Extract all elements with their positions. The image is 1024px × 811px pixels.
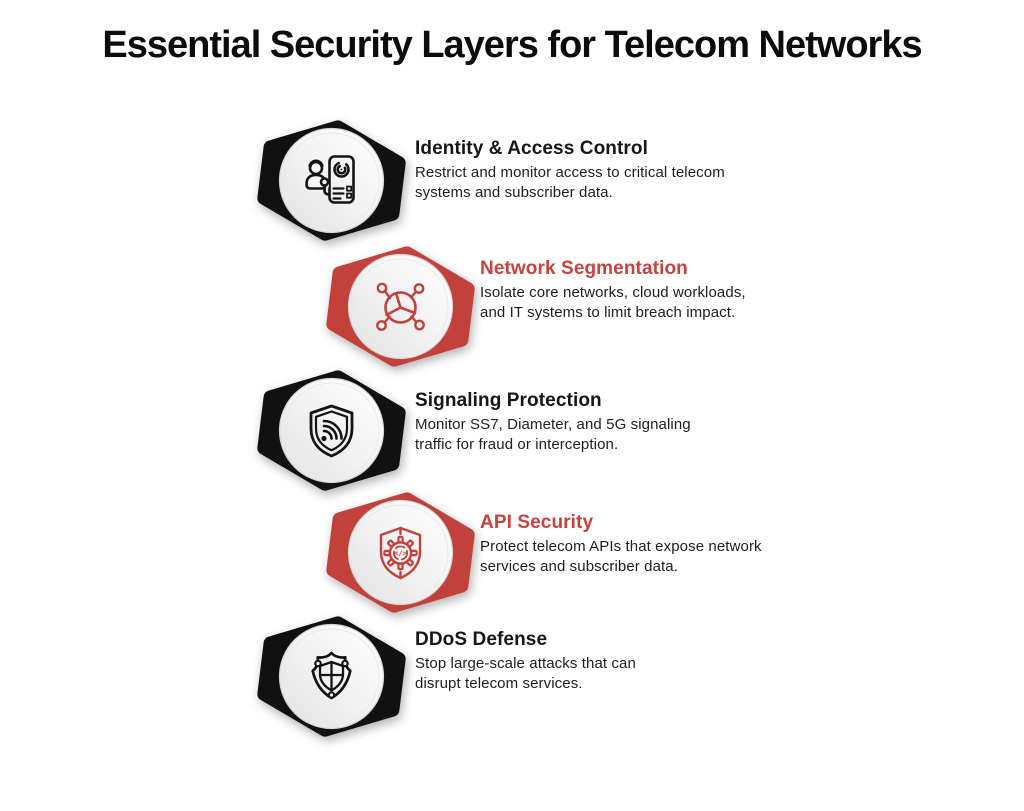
item-description: Monitor SS7, Diameter, and 5G signaling …: [415, 416, 691, 453]
shield-gear-code-icon: </>: [379, 526, 422, 580]
item-title: Network Segmentation: [480, 258, 688, 279]
hexagon-badge: [322, 243, 479, 370]
item-title: Identity & Access Control: [415, 138, 649, 159]
hexagon-badge: [253, 367, 410, 494]
item-text: Network Segmentation Isolate core networ…: [480, 258, 832, 323]
svg-text:</>: </>: [394, 550, 407, 558]
item-description: Stop large-scale attacks that can disrup…: [415, 655, 636, 692]
segmented-network-icon: [376, 282, 425, 331]
item-description: Protect telecom APIs that expose network…: [480, 538, 762, 575]
user-fingerprint-phone-icon: [303, 155, 355, 204]
item-text: Signaling Protection Monitor SS7, Diamet…: [415, 390, 767, 455]
item-title: Signaling Protection: [415, 390, 602, 411]
item-title: DDoS Defense: [415, 629, 548, 650]
shield-signal-icon: [309, 404, 354, 458]
hexagon-badge: </>: [322, 489, 479, 616]
hexagon-badge: [253, 613, 410, 740]
item-title: API Security: [480, 512, 594, 533]
item-text: Identity & Access Control Restrict and m…: [415, 138, 767, 203]
shield-cross-nodes-icon: [311, 651, 352, 700]
item-text: API Security Protect telecom APIs that e…: [480, 512, 832, 577]
item-text: DDoS Defense Stop large-scale attacks th…: [415, 629, 767, 694]
item-description: Restrict and monitor access to critical …: [415, 164, 725, 201]
page-title: Essential Security Layers for Telecom Ne…: [102, 24, 922, 66]
item-description: Isolate core networks, cloud workloads, …: [480, 284, 746, 321]
hexagon-badge: [253, 117, 410, 244]
